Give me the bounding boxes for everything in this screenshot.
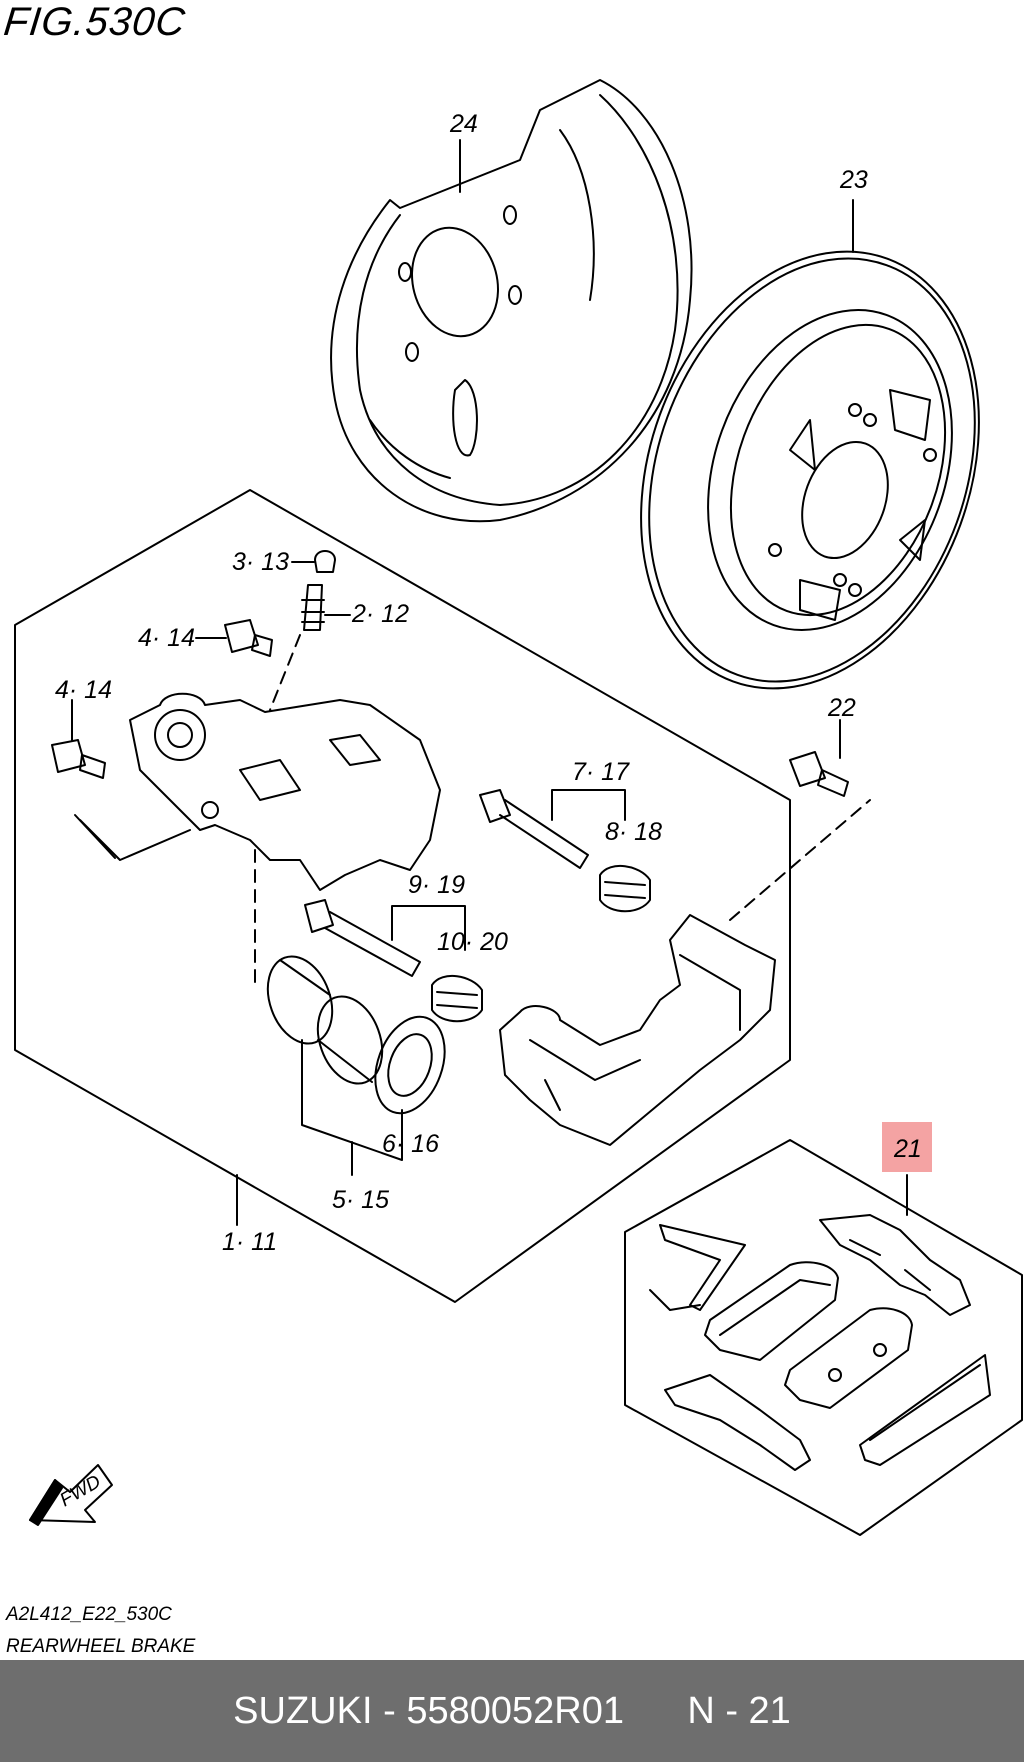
callout-9-19: 9· 19 — [408, 871, 465, 899]
dust-shield-part — [330, 79, 693, 523]
bolt-lower-part — [51, 739, 106, 779]
callout-3-13: 3· 13 — [232, 548, 289, 576]
brake-disc-part — [640, 250, 980, 690]
leader-9-19 — [391, 905, 466, 951]
fwd-arrow-icon: FWD — [29, 1464, 113, 1526]
callout-8-18: 8· 18 — [605, 818, 662, 846]
brake-pad-set-part — [649, 1214, 991, 1471]
caliper-body-part — [74, 692, 441, 891]
footer-separator: - — [372, 1689, 407, 1732]
mounting-bracket-part — [499, 914, 776, 1146]
dashed-leader-bleeder — [269, 634, 301, 711]
bleeder-cap-part — [314, 550, 336, 573]
figure-name: REARWHEEL BRAKE — [6, 1636, 196, 1657]
guide-pin-upper-part — [479, 789, 589, 869]
piston-part — [266, 955, 384, 1085]
callout-23: 23 — [839, 166, 868, 194]
bracket-bolt-part — [789, 751, 849, 797]
bolt-upper-part — [224, 619, 273, 657]
callout-21: 21 — [893, 1135, 922, 1163]
callout-4-14-upper: 4· 14 — [138, 624, 195, 652]
callout-1-11: 1· 11 — [222, 1228, 277, 1256]
figure-code: A2L412_E22_530C — [6, 1604, 172, 1625]
guide-pin-lower-part — [304, 899, 421, 977]
piston-seal-part — [374, 1015, 446, 1115]
footer-gap — [624, 1690, 687, 1733]
callout-4-14-lower: 4· 14 — [55, 676, 112, 704]
callout-24: 24 — [449, 110, 478, 138]
boot-lower-part — [431, 974, 483, 1023]
dashed-leader-bracket — [729, 799, 871, 921]
pad-kit-box — [624, 1139, 1023, 1536]
callout-6-16: 6· 16 — [382, 1130, 439, 1158]
bleeder-screw-part — [301, 584, 325, 631]
footer-part-number: 5580052R01 — [406, 1689, 624, 1732]
callout-2-12: 2· 12 — [351, 600, 409, 628]
footer-page: N - 21 — [687, 1689, 791, 1732]
leader-7-17 — [551, 789, 626, 821]
boot-upper-part — [599, 864, 651, 913]
caliper-assembly-box — [14, 489, 791, 1303]
brake-exploded-diagram: 24 23 1· 11 3· 13 2· 12 4· 14 — [14, 79, 1023, 1536]
callout-5-15: 5· 15 — [332, 1186, 389, 1214]
callout-22: 22 — [827, 694, 856, 722]
footer-brand: SUZUKI — [233, 1689, 373, 1732]
callout-10-20: 10· 20 — [437, 928, 508, 956]
callout-21-highlight — [882, 1122, 932, 1172]
footer-bar: SUZUKI - 5580052R01 N - 21 — [0, 1660, 1024, 1762]
callout-7-17: 7· 17 — [572, 758, 630, 786]
